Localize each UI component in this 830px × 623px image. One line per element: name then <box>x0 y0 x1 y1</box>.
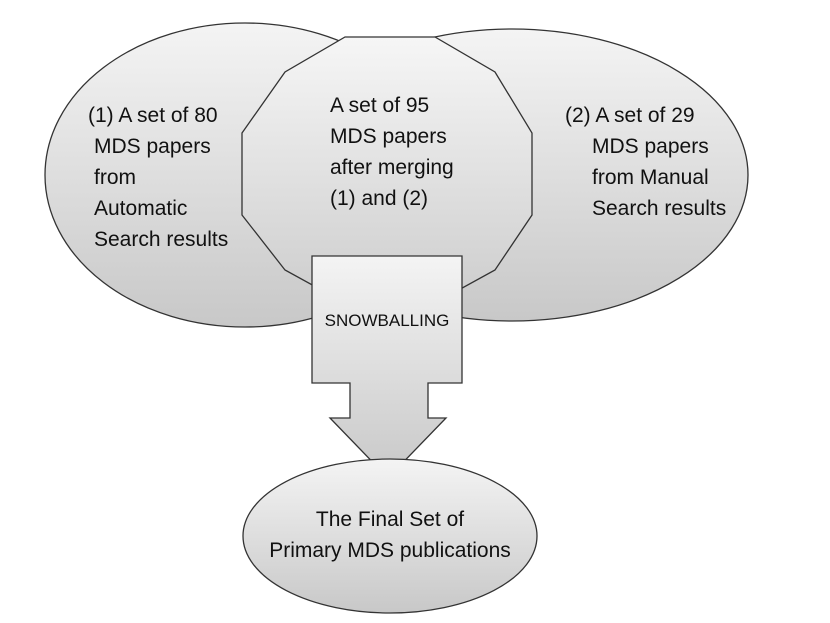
manual-line-2: MDS papers <box>592 135 709 158</box>
automatic-line-5: Search results <box>94 228 228 251</box>
automatic-line-4: Automatic <box>94 197 187 220</box>
final-set-label: The Final Set of Primary MDS publication… <box>269 508 511 562</box>
snowballing-label: SNOWBALLING <box>325 311 450 330</box>
automatic-line-3: from <box>94 166 136 189</box>
merged-line-3: after merging <box>330 156 454 179</box>
merged-line-4: (1) and (2) <box>330 187 428 210</box>
manual-line-4: Search results <box>592 197 726 220</box>
merged-set-label: A set of 95 MDS papers after merging (1)… <box>330 94 454 210</box>
automatic-line-1: (1) A set of 80 <box>88 104 218 127</box>
final-line-1: The Final Set of <box>316 508 464 531</box>
automatic-search-label: (1) A set of 80 MDS papers from Automati… <box>88 104 228 251</box>
merged-line-2: MDS papers <box>330 125 447 148</box>
automatic-line-2: MDS papers <box>94 135 211 158</box>
snowballing-arrow <box>311 255 463 479</box>
merged-line-1: A set of 95 <box>330 94 429 117</box>
manual-line-1: (2) A set of 29 <box>565 104 695 127</box>
manual-search-label: (2) A set of 29 MDS papers from Manual S… <box>565 104 726 220</box>
final-line-2: Primary MDS publications <box>269 539 511 562</box>
final-set <box>242 458 538 614</box>
manual-line-3: from Manual <box>592 166 709 189</box>
